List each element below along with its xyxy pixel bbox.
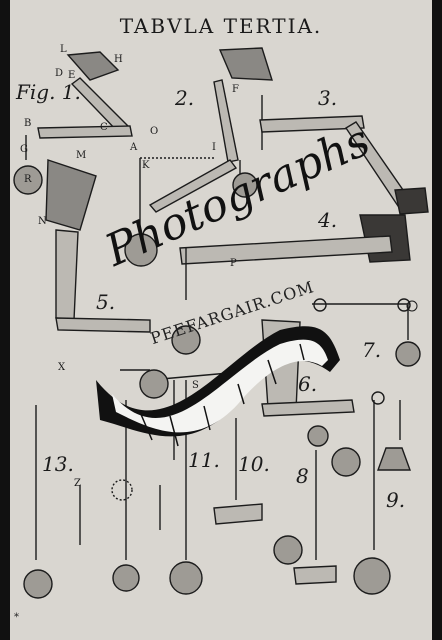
figure-label-13: 13. bbox=[42, 452, 74, 476]
letter-label: X bbox=[58, 362, 66, 373]
letter-label: C bbox=[100, 122, 108, 133]
letter-label: R bbox=[24, 174, 32, 185]
corner-mark: * bbox=[14, 612, 19, 623]
right-border bbox=[432, 0, 442, 640]
figure-label-9: 9. bbox=[386, 488, 406, 512]
letter-label: B bbox=[24, 118, 32, 129]
left-border bbox=[0, 0, 10, 640]
figure-label-5: 5. bbox=[96, 290, 116, 314]
figure-label-3: 3. bbox=[318, 86, 338, 110]
figure-label-4: 4. bbox=[318, 208, 338, 232]
figure-label-7: 7. bbox=[362, 338, 382, 362]
figure-label-2: 2. bbox=[175, 86, 195, 110]
letter-label: M bbox=[76, 150, 87, 161]
letter-label: G bbox=[20, 144, 28, 155]
figure-label-6: 6. bbox=[298, 372, 318, 396]
letter-label: F bbox=[232, 84, 239, 95]
letter-label: P bbox=[230, 258, 237, 269]
letter-label: H bbox=[114, 54, 123, 65]
letter-label: O bbox=[150, 126, 159, 137]
figure-label-11: 11. bbox=[188, 448, 220, 472]
figure-label-1: Fig. 1. bbox=[16, 80, 81, 104]
shoulder-shape bbox=[66, 51, 120, 81]
letter-label: A bbox=[130, 142, 138, 153]
letter-label: L bbox=[60, 44, 67, 55]
figure-label-8: 8 bbox=[296, 464, 309, 488]
letter-label: I bbox=[212, 142, 216, 153]
letter-label: N bbox=[38, 216, 47, 227]
letter-label: S bbox=[192, 380, 199, 391]
letter-label: K bbox=[142, 160, 150, 171]
figure-label-10: 10. bbox=[238, 452, 270, 476]
letter-label: D bbox=[55, 68, 64, 79]
letter-label: Z bbox=[74, 478, 81, 489]
plate-title: TABVLA TERTIA. bbox=[119, 14, 323, 38]
letter-label: E bbox=[68, 70, 76, 81]
film-strip-watermark bbox=[96, 326, 340, 447]
